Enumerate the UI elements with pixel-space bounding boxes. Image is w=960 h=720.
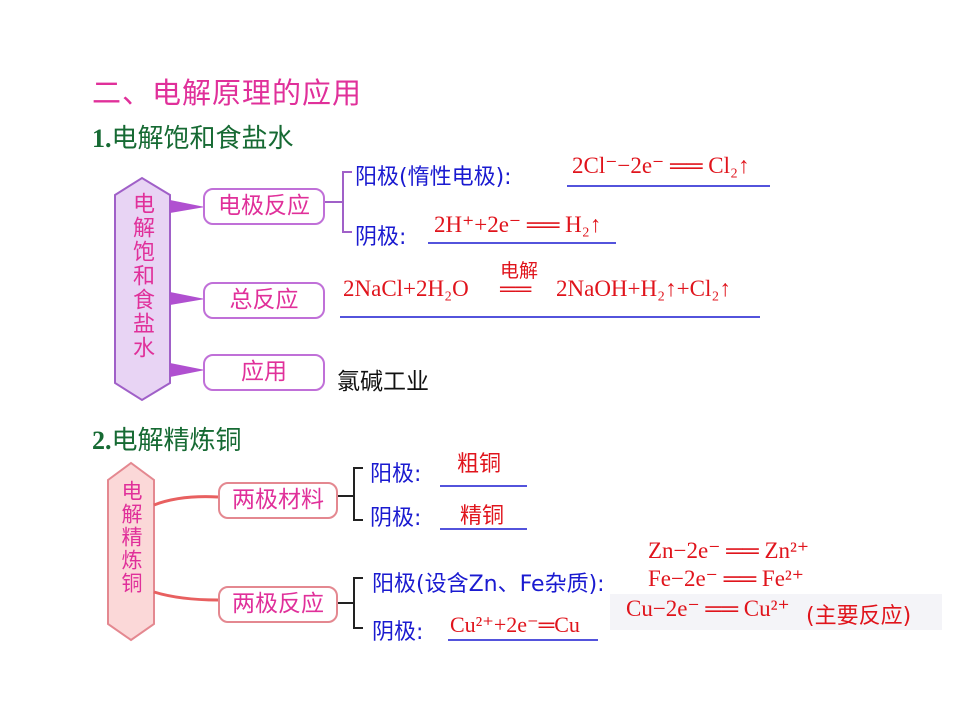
anode-equation: 2Cl⁻−2e⁻ ══ Cl₂↑ (572, 153, 750, 178)
anode-label: 阳极(惰性电极): (355, 165, 512, 190)
section1-title: 1.电解饱和食盐水 (92, 124, 294, 154)
refine-anode-label: 阳极: (370, 462, 422, 487)
electrode-material-box: 两极材料 (218, 482, 338, 519)
section1-vertical-label: 电解饱和食盐水 (129, 192, 154, 360)
copper-equation: Cu−2e⁻ ══ Cu²⁺ (626, 596, 790, 621)
total-equation-left: 2NaCl+2H₂O (343, 276, 469, 301)
refine-cathode-equation: Cu²⁺+2e⁻═Cu (450, 612, 580, 637)
iron-equation: Fe−2e⁻ ══ Fe²⁺ (648, 566, 804, 591)
electrode-reactions-box: 两极反应 (218, 586, 338, 623)
electrode-reaction-box: 电极反应 (203, 188, 325, 225)
cathode-material: 精铜 (460, 504, 505, 529)
section2-vertical-label: 电解精炼铜 (119, 480, 143, 595)
electrolysis-condition: 电解 (500, 260, 539, 282)
total-equation-sign: ══ (500, 276, 532, 301)
anode-material: 粗铜 (457, 452, 502, 477)
refine-cathode-reaction-label: 阴极: (372, 620, 424, 645)
cathode-equation: 2H⁺+2e⁻ ══ H₂↑ (434, 212, 602, 237)
cathode-label: 阴极: (355, 225, 407, 250)
refine-cathode-label: 阴极: (370, 506, 422, 531)
total-equation-right: 2NaOH+H₂↑+Cl₂↑ (556, 276, 731, 301)
application-value: 氯碱工业 (337, 369, 429, 395)
main-reaction-note: (主要反应) (806, 604, 912, 629)
page-heading: 二、电解原理的应用 (92, 76, 363, 110)
total-reaction-box: 总反应 (203, 282, 325, 319)
copper-equation-area: Cu−2e⁻ ══ Cu²⁺ (主要反应) (610, 594, 942, 630)
application-box: 应用 (203, 354, 325, 391)
refine-anode-reaction-label: 阳极(设含Zn、Fe杂质): (372, 572, 605, 597)
section2-title: 2.电解精炼铜 (92, 426, 242, 456)
zinc-equation: Zn−2e⁻ ══ Zn²⁺ (648, 538, 810, 563)
